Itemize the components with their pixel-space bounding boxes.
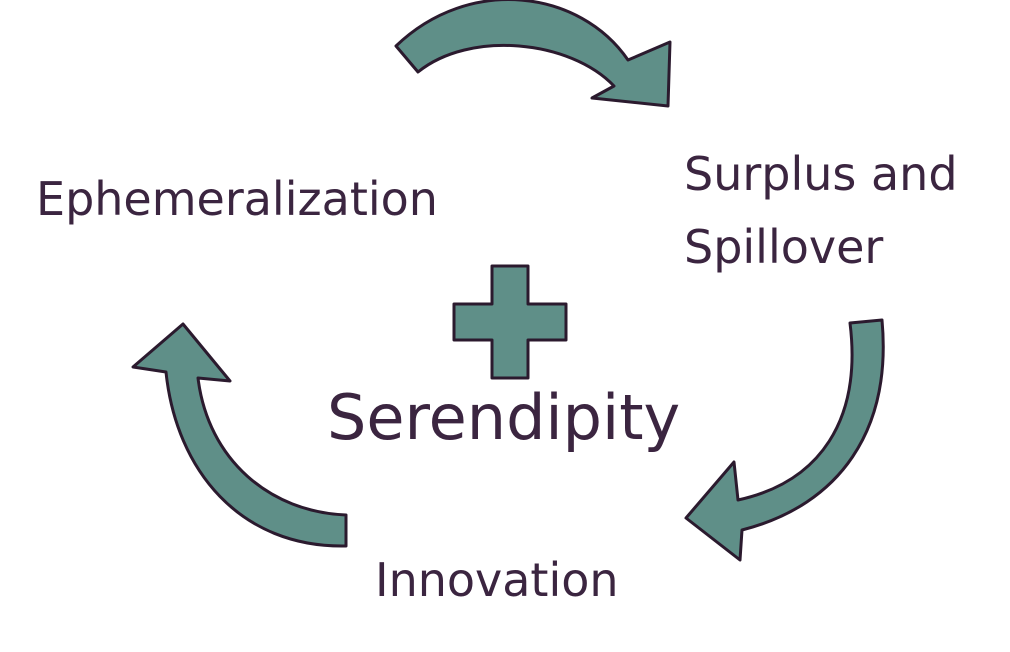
- arrow-right: [684, 318, 885, 562]
- center-label-serendipity: Serendipity: [327, 381, 681, 454]
- node-surplus-line2: Spillover: [684, 220, 884, 274]
- node-innovation: Innovation: [375, 553, 619, 607]
- arrow-left: [131, 322, 348, 548]
- arrow-top: [394, 0, 672, 108]
- plus-icon: [452, 264, 568, 380]
- node-surplus-line1: Surplus and: [684, 147, 958, 201]
- node-surplus-spillover: Surplus and Spillover: [684, 138, 958, 284]
- node-ephemeralization: Ephemeralization: [36, 172, 438, 226]
